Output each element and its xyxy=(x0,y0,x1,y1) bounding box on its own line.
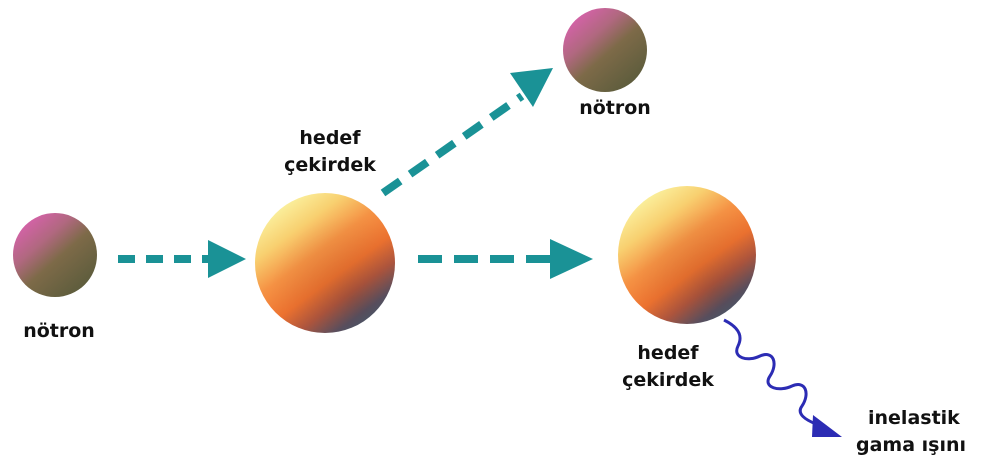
excited-nucleus-label: hedef çekirdek xyxy=(608,340,728,394)
target-nucleus-label-line-2: çekirdek xyxy=(284,154,376,176)
gamma-ray-label-line-1: inelastik xyxy=(868,407,960,429)
incoming-arrow xyxy=(118,240,246,278)
incoming-neutron xyxy=(13,213,97,297)
outgoing-neutron xyxy=(563,8,647,92)
target-nucleus-label: hedef çekirdek xyxy=(270,125,390,179)
target-nucleus-label-line-1: hedef xyxy=(299,127,361,149)
outgoing-neutron-label: nötron xyxy=(579,97,651,119)
incoming-neutron-label: nötron xyxy=(23,320,95,342)
gamma-ray-label: inelastik gama ışını xyxy=(856,405,981,459)
excited-nucleus-label-line-1: hedef xyxy=(637,342,699,364)
recoil-nucleus-arrow xyxy=(418,239,593,279)
scattered-neutron-arrow xyxy=(380,68,553,197)
gamma-ray-label-line-2: gama ışını xyxy=(856,434,967,456)
gamma-ray-wave xyxy=(723,318,842,437)
excited-nucleus-label-line-2: çekirdek xyxy=(622,369,714,391)
